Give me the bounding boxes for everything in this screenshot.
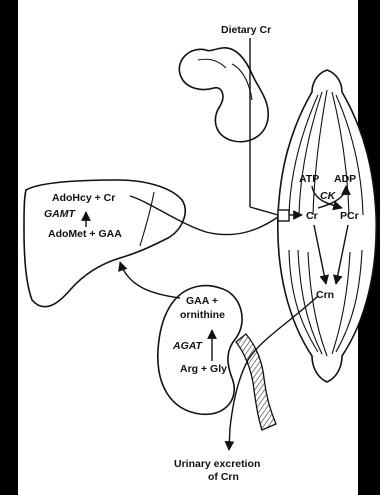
dietary-cr-label: Dietary Cr	[221, 24, 271, 36]
gaa-plus-label: GAA +	[186, 295, 218, 307]
urinary-excretion-label-line1: Urinary excretion	[174, 458, 260, 470]
agat-label: AGAT	[172, 340, 204, 352]
crn-label: Crn	[316, 289, 334, 301]
cr-label: Cr	[306, 210, 318, 222]
pcr-label: PCr	[340, 210, 359, 222]
urinary-excretion-label-line2: of Crn	[208, 471, 239, 483]
arg-gly-label: Arg + Gly	[180, 363, 227, 375]
gamt-label: GAMT	[44, 208, 76, 220]
atp-label: ATP	[299, 173, 319, 185]
adp-label: ADP	[334, 173, 356, 185]
adohcy-cr-label: AdoHcy + Cr	[52, 192, 115, 204]
ornithine-label: ornithine	[180, 309, 225, 321]
adomet-gaa-label: AdoMet + GAA	[48, 228, 122, 240]
creatine-transporter-box	[278, 210, 289, 221]
